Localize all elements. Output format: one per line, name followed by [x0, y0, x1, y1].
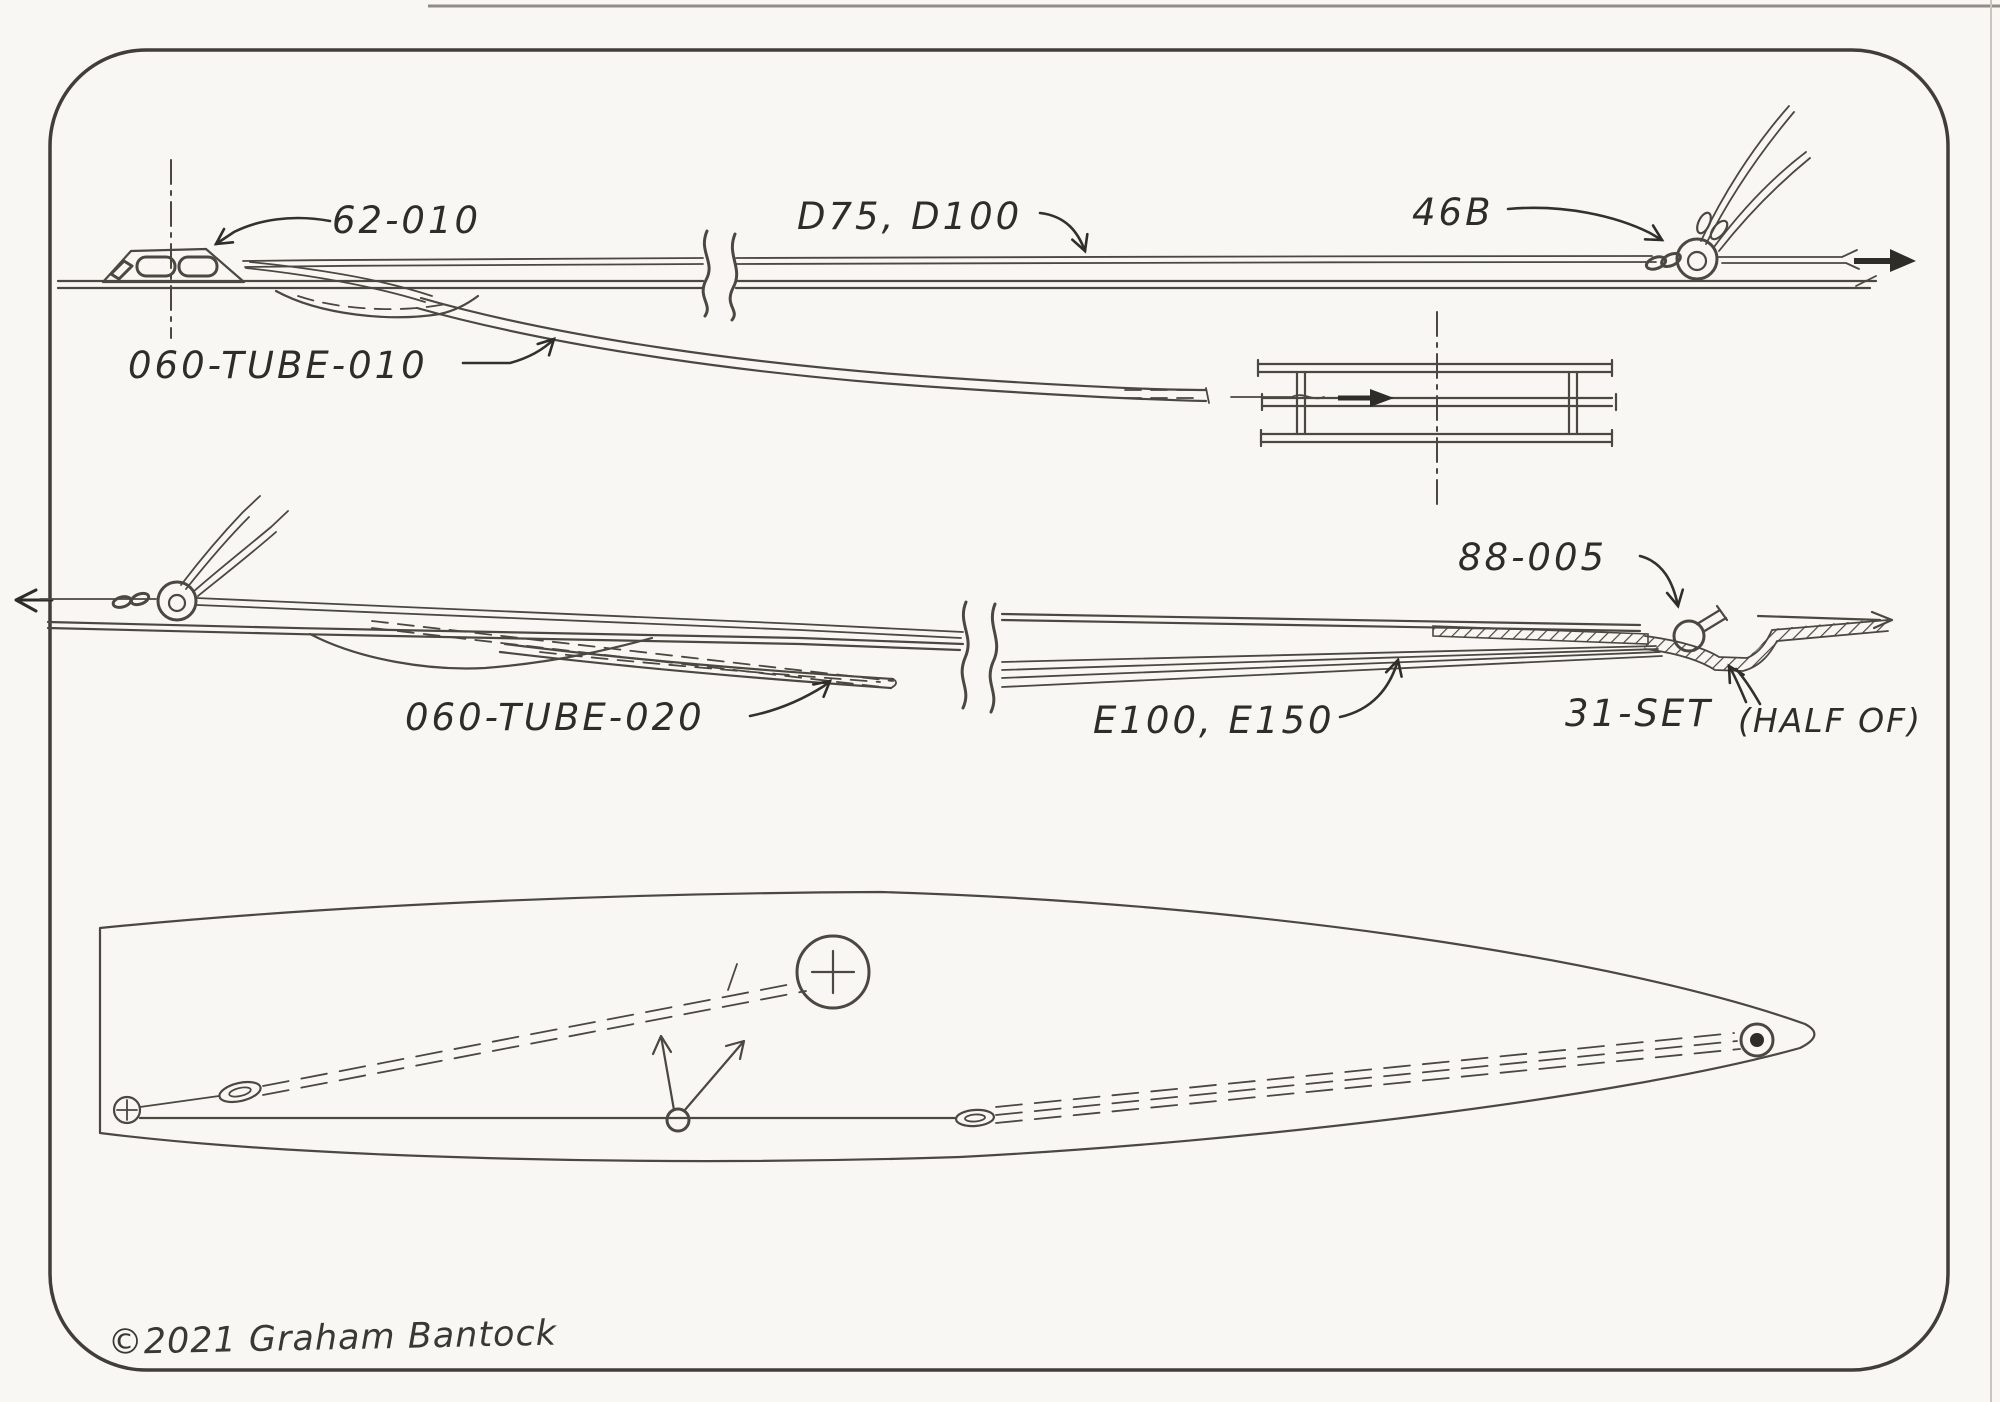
forward-elastic-run-hidden: [262, 982, 807, 1096]
blister-hidden-line: [297, 295, 447, 311]
bowsie-ring-top: [1644, 105, 1860, 281]
sheet-lines-lower: [195, 597, 964, 639]
view-deck-plan: [98, 890, 1816, 1163]
leader-tube-010: [461, 337, 556, 365]
sheets-into-tube: [245, 261, 433, 303]
leader-31-set: [1727, 663, 1748, 704]
sheet-post: [651, 1034, 746, 1133]
leader-88-005: [1638, 554, 1685, 609]
tube-010: [415, 296, 1210, 404]
deck-line-end-tick: [1855, 275, 1877, 287]
sheet-lines: [242, 255, 1657, 268]
direction-arrow-head: [1370, 389, 1394, 407]
view-top-side: [56, 105, 1916, 507]
elastic-bundle-lines: [1001, 645, 1663, 688]
scan-edge-artifacts: [428, 0, 2000, 1402]
aft-elastic-run-hidden: [995, 1032, 1741, 1124]
label-31-set: 31-SET: [1565, 692, 1713, 735]
flow-arrow-left: [14, 588, 54, 613]
callout-leaders: [213, 206, 1762, 719]
leader-31-set-second-stroke: [1734, 667, 1762, 706]
tick-mark: [727, 963, 738, 991]
label-060-tube-010: 060-TUBE-010: [128, 344, 428, 387]
label-46b: 46B: [1412, 191, 1493, 234]
leader-e100-e150: [1338, 657, 1403, 719]
bow-attachment: [112, 1080, 262, 1125]
leader-d75-d100: [1038, 211, 1089, 254]
label-d75-d100: D75, D100: [797, 195, 1022, 238]
leader-62-010: [213, 216, 332, 246]
flow-arrow-head-right: [1890, 249, 1916, 272]
deck-line: [56, 279, 1878, 290]
label-060-tube-020: 060-TUBE-020: [405, 696, 705, 739]
break-symbol-top-view: [701, 229, 739, 322]
drawing-border-frame: [48, 48, 1950, 1372]
copyright-signature: ©2021 Graham Bantock: [107, 1314, 558, 1363]
hull-outline: [98, 890, 1816, 1163]
label-e100-e150: E100, E150: [1093, 699, 1335, 742]
aft-eyelet: [954, 1108, 996, 1128]
leader-tube-020: [748, 679, 833, 718]
bowsie-ring-lower: [39, 495, 289, 622]
mast-position-circle: [795, 934, 871, 1010]
stern-attachment: [1739, 1022, 1775, 1058]
blister-outline: [274, 289, 480, 319]
label-88-005: 88-005: [1458, 536, 1607, 579]
bow-fitting: [101, 159, 246, 339]
deck-set-section: [1644, 610, 1894, 672]
deck-line-aft: [1000, 612, 1642, 633]
label-half-of: (HALF OF): [1738, 701, 1922, 740]
label-62-010: 62-010: [332, 199, 481, 242]
leader-46b: [1506, 206, 1665, 242]
traveller-plan-detail: [1230, 311, 1618, 507]
break-symbol-lower-view: [960, 600, 999, 714]
view-lower-side: [14, 495, 1894, 714]
